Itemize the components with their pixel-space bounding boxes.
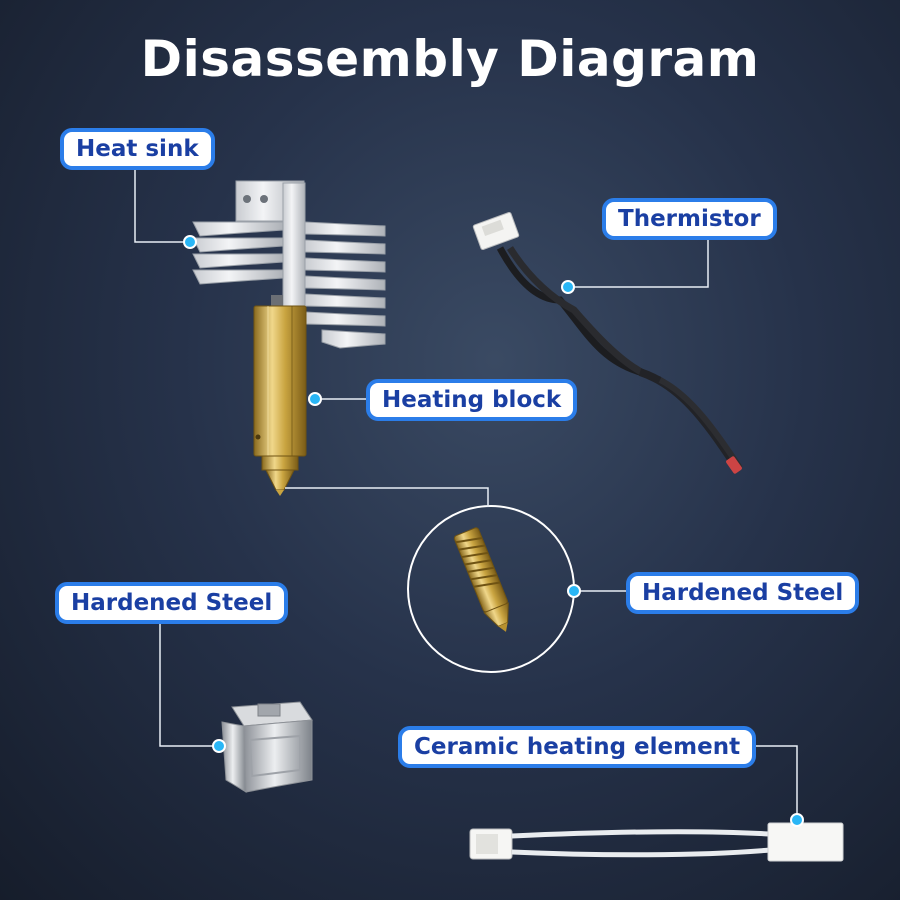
thermistor-dot — [561, 280, 575, 294]
nozzle-dot — [567, 584, 581, 598]
nozzle-image — [453, 527, 509, 632]
leader-thermistor — [568, 236, 709, 288]
leader-nozzle-top — [285, 487, 489, 507]
callout-ceramic: Ceramic heating element — [398, 726, 757, 768]
callout-heating-block: Heating block — [366, 379, 578, 421]
heat-sink-dot — [183, 235, 197, 249]
heating-block-dot — [308, 392, 322, 406]
callout-clip: Hardened Steel — [55, 582, 289, 624]
callout-nozzle: Hardened Steel — [626, 572, 860, 614]
callout-thermistor: Thermistor — [602, 198, 777, 240]
ceramic-heater-image — [469, 822, 844, 862]
heating-block-image — [253, 295, 307, 496]
ceramic-dot — [790, 813, 804, 827]
clip-dot — [212, 739, 226, 753]
thermistor-image — [472, 212, 743, 474]
callout-heat-sink: Heat sink — [60, 128, 215, 170]
clip-image — [221, 701, 313, 793]
page-title: Disassembly Diagram — [140, 30, 760, 88]
heat-sink-image — [192, 180, 386, 349]
leader-clip — [159, 617, 219, 747]
leader-heat-sink — [134, 164, 190, 243]
